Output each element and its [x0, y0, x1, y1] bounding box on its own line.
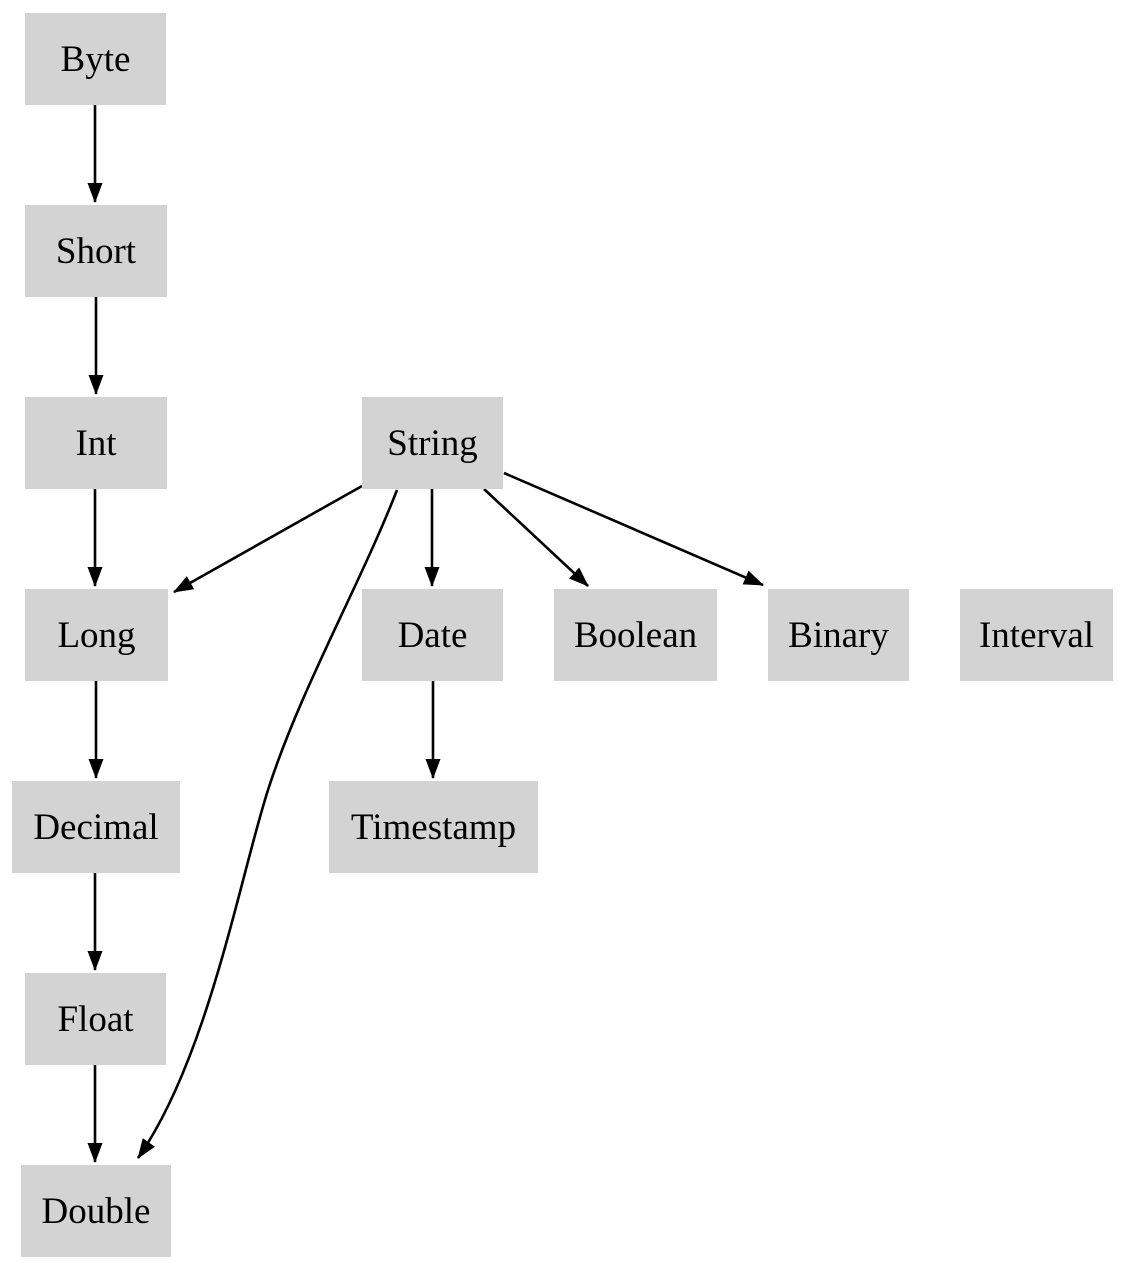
- node-timestamp: Timestamp: [329, 781, 538, 873]
- node-string: String: [362, 397, 503, 489]
- node-date: Date: [362, 589, 503, 681]
- node-boolean: Boolean: [554, 589, 717, 681]
- node-short: Short: [25, 205, 167, 297]
- edge-string-boolean: [483, 488, 589, 587]
- node-interval: Interval: [960, 589, 1113, 681]
- node-long: Long: [25, 589, 168, 681]
- node-decimal: Decimal: [12, 781, 180, 873]
- node-binary: Binary: [768, 589, 909, 681]
- node-double: Double: [21, 1165, 171, 1257]
- node-float: Float: [25, 973, 166, 1065]
- edge-string-long: [173, 484, 363, 594]
- node-byte: Byte: [25, 13, 166, 105]
- edge-string-binary: [503, 471, 764, 587]
- edge-string-double: [136, 489, 399, 1159]
- node-int: Int: [25, 397, 167, 489]
